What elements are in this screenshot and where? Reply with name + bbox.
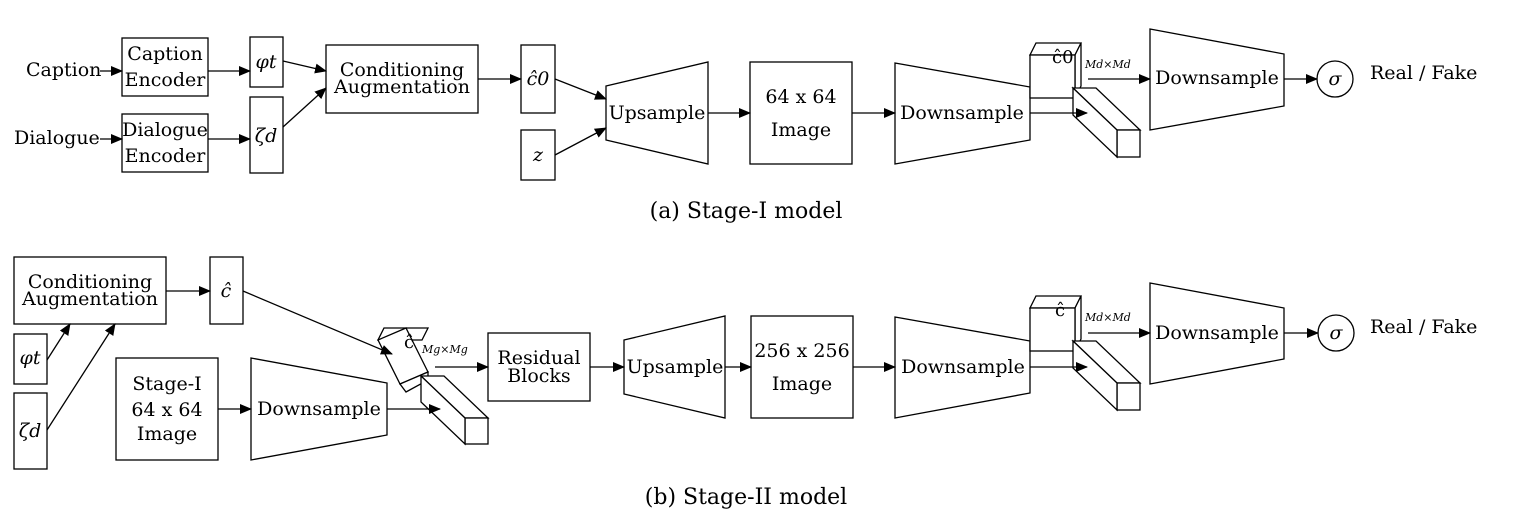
c-feature-block-d: ĉ Md×Md bbox=[1028, 295, 1131, 352]
image-64-line1: 64 x 64 bbox=[765, 86, 836, 108]
residual-blocks-line2: Blocks bbox=[507, 365, 570, 387]
image-feature-block-2 bbox=[419, 374, 490, 446]
image-256-line2: Image bbox=[772, 373, 832, 395]
real-fake-output-1: Real / Fake bbox=[1370, 62, 1477, 84]
downsample-label-3: Downsample bbox=[901, 356, 1025, 378]
z-box bbox=[520, 129, 556, 181]
phi-t-label-2: φt bbox=[20, 347, 41, 369]
dialogue-input-label: Dialogue bbox=[14, 127, 100, 149]
discriminator-downsample-label-2: Downsample bbox=[1155, 322, 1279, 344]
conditioning-augmentation-box-1 bbox=[325, 44, 479, 114]
stage1-image-line3: Image bbox=[137, 423, 197, 445]
stage2-diagram: Conditioning Augmentation ĉ φt ζd Stage-… bbox=[13, 256, 1477, 510]
zeta-d-box-1 bbox=[249, 96, 284, 174]
conditioning-augmentation-box-2 bbox=[13, 256, 167, 325]
zeta-d-box-2 bbox=[13, 392, 48, 470]
c-feature-block-g: ĉ Mg×Mg bbox=[376, 327, 468, 393]
stage1-image-box bbox=[115, 357, 219, 461]
image-64-box bbox=[749, 61, 853, 165]
sigma-label-2: σ bbox=[1330, 322, 1344, 344]
c-block-g-label: ĉ bbox=[404, 332, 414, 353]
conditioning-augmentation-line1-1: Conditioning bbox=[340, 59, 464, 81]
c0-block-label: ĉ0 bbox=[1052, 47, 1074, 68]
conditioning-augmentation-line2-1: Augmentation bbox=[333, 76, 470, 98]
sigma-label-1: σ bbox=[1329, 68, 1343, 90]
real-fake-output-2: Real / Fake bbox=[1370, 316, 1477, 338]
stage1-caption: (a) Stage-I model bbox=[650, 199, 843, 224]
caption-encoder-box bbox=[121, 37, 209, 97]
downsample-block-2 bbox=[250, 357, 388, 461]
stage1-diagram: Caption Dialogue Caption Encoder Dialogu… bbox=[14, 28, 1477, 224]
c0-block-subscript: Md×Md bbox=[1084, 58, 1131, 71]
c-hat-label: ĉ bbox=[221, 280, 232, 302]
c-block-d-label: ĉ bbox=[1055, 300, 1065, 321]
discriminator-downsample-label-1: Downsample bbox=[1155, 67, 1279, 89]
caption-input-label: Caption bbox=[26, 59, 101, 81]
image-256-line1: 256 x 256 bbox=[754, 340, 849, 362]
zeta-d-label-1: ζd bbox=[255, 125, 277, 147]
dialogue-encoder-line1: Dialogue bbox=[122, 119, 208, 141]
downsample-block-1 bbox=[894, 62, 1031, 165]
stage2-caption: (b) Stage-II model bbox=[645, 485, 847, 510]
downsample-block-3 bbox=[894, 316, 1031, 419]
phi-t-box-1 bbox=[249, 36, 284, 88]
conditioning-augmentation-line1-2: Conditioning bbox=[28, 271, 152, 293]
upsample-block-1 bbox=[605, 61, 709, 165]
c0-hat-box bbox=[520, 44, 556, 114]
upsample-block-2 bbox=[623, 315, 726, 419]
dialogue-encoder-line2: Encoder bbox=[125, 145, 207, 167]
discriminator-downsample-1 bbox=[1149, 28, 1285, 131]
downsample-label-1: Downsample bbox=[900, 102, 1024, 124]
image-256-box bbox=[750, 315, 854, 419]
upsample-label-2: Upsample bbox=[627, 356, 724, 378]
caption-encoder-line1: Caption bbox=[127, 43, 202, 65]
caption-encoder-line2: Encoder bbox=[125, 69, 207, 91]
image-feature-block-3 bbox=[1071, 339, 1142, 412]
phi-t-box-2 bbox=[13, 333, 48, 385]
residual-blocks-line1: Residual bbox=[497, 347, 580, 369]
downsample-label-2: Downsample bbox=[257, 398, 381, 420]
dialogue-encoder-box bbox=[121, 113, 209, 173]
image-feature-block-1 bbox=[1071, 86, 1142, 159]
c-block-g-subscript: Mg×Mg bbox=[421, 343, 468, 356]
zeta-d-label-2: ζd bbox=[19, 420, 41, 442]
upsample-label-1: Upsample bbox=[609, 102, 706, 124]
phi-t-label-1: φt bbox=[256, 51, 277, 73]
c-block-d-subscript: Md×Md bbox=[1084, 311, 1131, 324]
z-label: z bbox=[532, 144, 544, 166]
image-64-line2: Image bbox=[771, 119, 831, 141]
stage1-image-line2: 64 x 64 bbox=[131, 399, 202, 421]
discriminator-downsample-2 bbox=[1149, 282, 1285, 385]
stage1-image-line1: Stage-I bbox=[132, 373, 201, 395]
conditioning-augmentation-line2-2: Augmentation bbox=[21, 288, 158, 310]
c0-feature-block: ĉ0 Md×Md bbox=[1028, 42, 1131, 99]
c0-hat-label: ĉ0 bbox=[527, 68, 550, 90]
